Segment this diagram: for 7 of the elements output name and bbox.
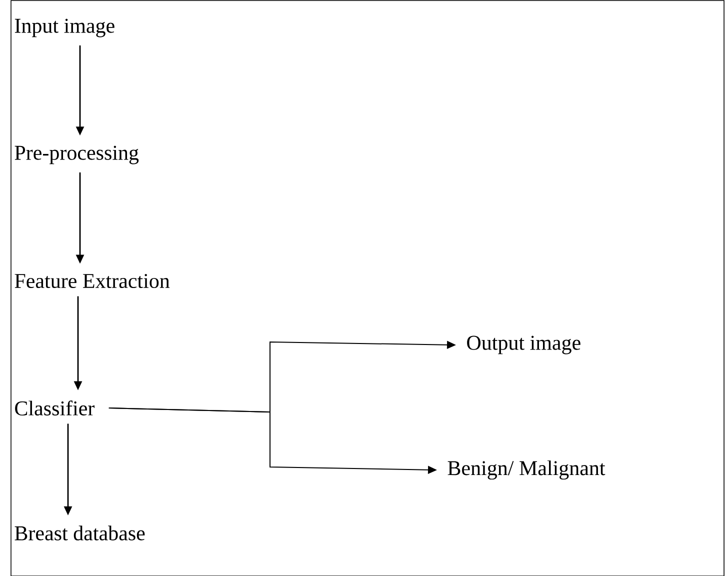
step-text: Pre-processing — [14, 146, 139, 164]
step-text: Benign/ Malignant — [448, 460, 606, 480]
step-text: Output image — [467, 336, 580, 354]
step-text: Breast database — [14, 526, 145, 540]
step-text: Input image — [14, 18, 114, 38]
step-text: Classifier — [15, 400, 94, 416]
step-text: Feature Extraction — [14, 274, 170, 288]
